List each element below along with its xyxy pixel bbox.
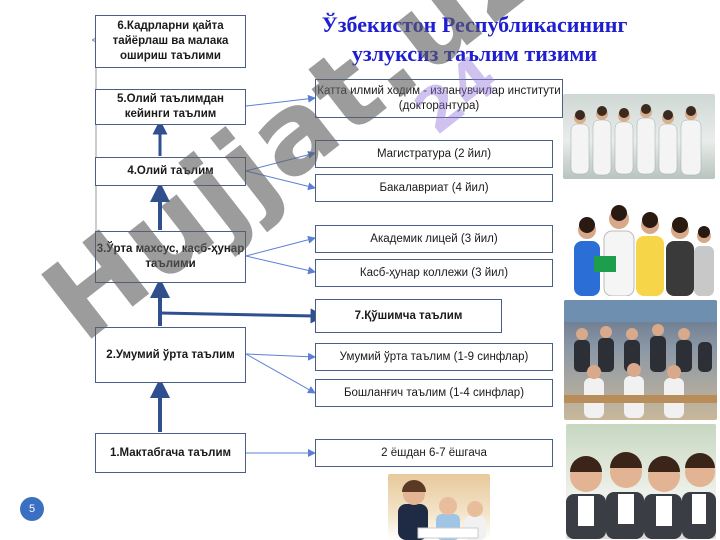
level-6-label: 6.Кадрларни қайта тайёрлаш ва малака оши… [112, 20, 229, 62]
link-2-primary [245, 353, 316, 394]
detail-masters-label: Магистратура (2 йил) [376, 147, 492, 160]
photo-preschool [388, 474, 490, 540]
level-1-label: 1.Мактабгача таълим [109, 446, 232, 459]
classroom-figures-icon [564, 300, 717, 418]
level-3-label: 3.Ўрта махсус, касб-ҳунар таълими [96, 243, 245, 270]
level-5-postgraduate: 5.Олий таълимдан кейинги таълим [95, 89, 246, 125]
detail-lyceum-label: Академик лицей (3 йил) [370, 232, 498, 245]
photo-schoolchildren [566, 424, 716, 539]
detail-preschool-label: 2 ёшдан 6-7 ёшгача [381, 446, 487, 459]
detail-general: Умумий ўрта таълим (1-9 синфлар) [315, 343, 553, 371]
detail-general-label: Умумий ўрта таълим (1-9 синфлар) [339, 350, 529, 363]
detail-college-label: Касб-ҳунар коллежи (3 йил) [359, 266, 509, 279]
detail-doctoral: Катта илмий ходим - изланувчилар институ… [315, 79, 563, 118]
detail-extra-label: 7.Қўшимча таълим [354, 309, 463, 322]
page-title: Ўзбекистон Республикасининг узлуксиз таъ… [321, 12, 628, 66]
researchers-figures-icon [570, 104, 702, 176]
level-1-preschool: 1.Мактабгача таълим [95, 433, 246, 473]
detail-preschool: 2 ёшдан 6-7 ёшгача [315, 439, 553, 467]
link-2-general [245, 352, 316, 361]
photo-classroom [564, 300, 717, 420]
schoolchildren-figures-icon [566, 452, 716, 539]
detail-lyceum: Академик лицей (3 йил) [315, 225, 553, 253]
photo-researchers [563, 94, 715, 179]
detail-college: Касб-ҳунар коллежи (3 йил) [315, 259, 553, 287]
level-4-label: 4.Олий таълим [127, 165, 214, 177]
detail-doctoral-label: Катта илмий ходим - изланувчилар институ… [317, 84, 561, 112]
detail-bachelor: Бакалавриат (4 йил) [315, 174, 553, 202]
link-4-bachelor [245, 170, 316, 191]
photo-students [566, 186, 716, 296]
detail-primary: Бошланғич таълим (1-4 синфлар) [315, 379, 553, 407]
level-4-higher: 4.Олий таълим [95, 157, 246, 186]
page-number-badge: 5 [20, 497, 44, 521]
detail-masters: Магистратура (2 йил) [315, 140, 553, 168]
link-extra [159, 308, 326, 324]
link-5-doctoral [245, 94, 316, 107]
level-5-label: 5.Олий таълимдан кейинги таълим [117, 93, 224, 120]
level-3-secondary-special: 3.Ўрта махсус, касб-ҳунар таълими [95, 231, 246, 283]
level-2-label: 2.Умумий ўрта таълим [106, 348, 235, 361]
students-figures-icon [574, 205, 714, 296]
link-4-masters [245, 150, 316, 172]
detail-extra: 7.Қўшимча таълим [315, 299, 502, 333]
level-6-retraining: 6.Кадрларни қайта тайёрлаш ва малака оши… [95, 15, 246, 68]
preschool-figures-icon [398, 480, 486, 540]
level-2-general-secondary: 2.Умумий ўрта таълим [95, 327, 246, 383]
link-3-college [245, 255, 316, 275]
link-3-lyceum [245, 235, 316, 257]
detail-primary-label: Бошланғич таълим (1-4 синфлар) [343, 386, 525, 399]
detail-bachelor-label: Бакалавриат (4 йил) [379, 181, 489, 194]
